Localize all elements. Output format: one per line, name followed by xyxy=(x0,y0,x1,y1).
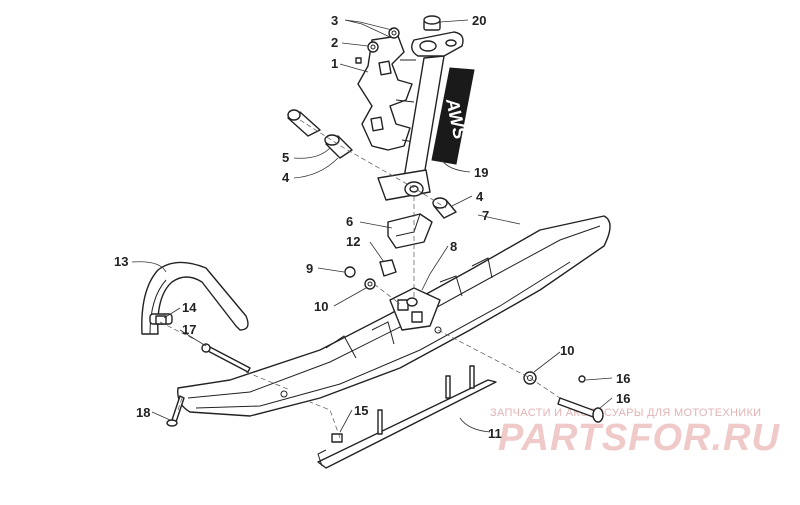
callout-6: 6 xyxy=(346,214,353,229)
carbide-runner-part-13 xyxy=(317,365,497,469)
callout-7: 7 xyxy=(482,208,489,223)
callout-13: 11 xyxy=(488,426,502,441)
stopper-block-part-6 xyxy=(387,213,433,249)
nut-part-16-bottom xyxy=(331,433,343,443)
washer-part-10-right xyxy=(523,371,537,385)
watermark: ЗАПЧАСТИ И АКСЕССУАРЫ ДЛЯ МОТОТЕХНИКИ PA… xyxy=(490,407,780,459)
nut-part-9 xyxy=(344,266,356,278)
aws-decal-part-19: AWS xyxy=(431,67,475,165)
assembly-lines xyxy=(159,119,561,439)
washer-part-12 xyxy=(578,375,586,383)
bolt-part-17 xyxy=(201,343,251,373)
callout-10-top: 10 xyxy=(314,299,328,314)
callout-1: 1 xyxy=(331,56,338,71)
washer-part-10-top xyxy=(364,278,376,290)
callout-4-right: 4 xyxy=(476,189,484,204)
leader-lines xyxy=(131,19,613,433)
callout-17: 17 xyxy=(182,322,196,337)
bushing-part-4-left xyxy=(324,134,353,159)
watermark-logo: PARTSFOR.RU xyxy=(498,417,780,459)
nut-part-2 xyxy=(355,41,379,64)
ski-part-7 xyxy=(177,215,611,417)
callout-20: 20 xyxy=(472,13,486,28)
bushing-part-4-right xyxy=(432,197,457,219)
callout-18: 18 xyxy=(136,405,150,420)
bushing-part-5 xyxy=(287,109,321,137)
nut-part-14 xyxy=(379,259,397,277)
callout-labels: 3 2 1 20 5 4 19 4 7 6 12 8 9 10 13 14 17… xyxy=(114,13,630,441)
callout-15: 13 xyxy=(114,254,128,269)
callout-8: 8 xyxy=(450,239,457,254)
callout-9: 9 xyxy=(306,261,313,276)
callout-2: 2 xyxy=(331,35,338,50)
bolt-part-11 xyxy=(557,397,604,423)
callout-19: 19 xyxy=(474,165,488,180)
washer-part-3 xyxy=(388,27,400,39)
nut-part-16-top xyxy=(155,315,167,325)
callout-16-bottom: 15 xyxy=(354,403,368,418)
spindle-column xyxy=(377,55,445,201)
callout-16-top: 14 xyxy=(182,300,197,315)
callout-14: 12 xyxy=(346,234,360,249)
callout-12: 16 xyxy=(616,371,630,386)
callout-11: 16 xyxy=(616,391,630,406)
callout-5: 5 xyxy=(282,150,289,165)
callout-3: 3 xyxy=(331,13,338,28)
watermark-tagline: ЗАПЧАСТИ И АКСЕССУАРЫ ДЛЯ МОТОТЕХНИКИ xyxy=(490,407,761,419)
spindle-part-1 xyxy=(357,35,416,151)
callout-10-right: 10 xyxy=(560,343,574,358)
callout-4-left: 4 xyxy=(282,170,290,185)
spindle-top-arm xyxy=(411,15,464,57)
